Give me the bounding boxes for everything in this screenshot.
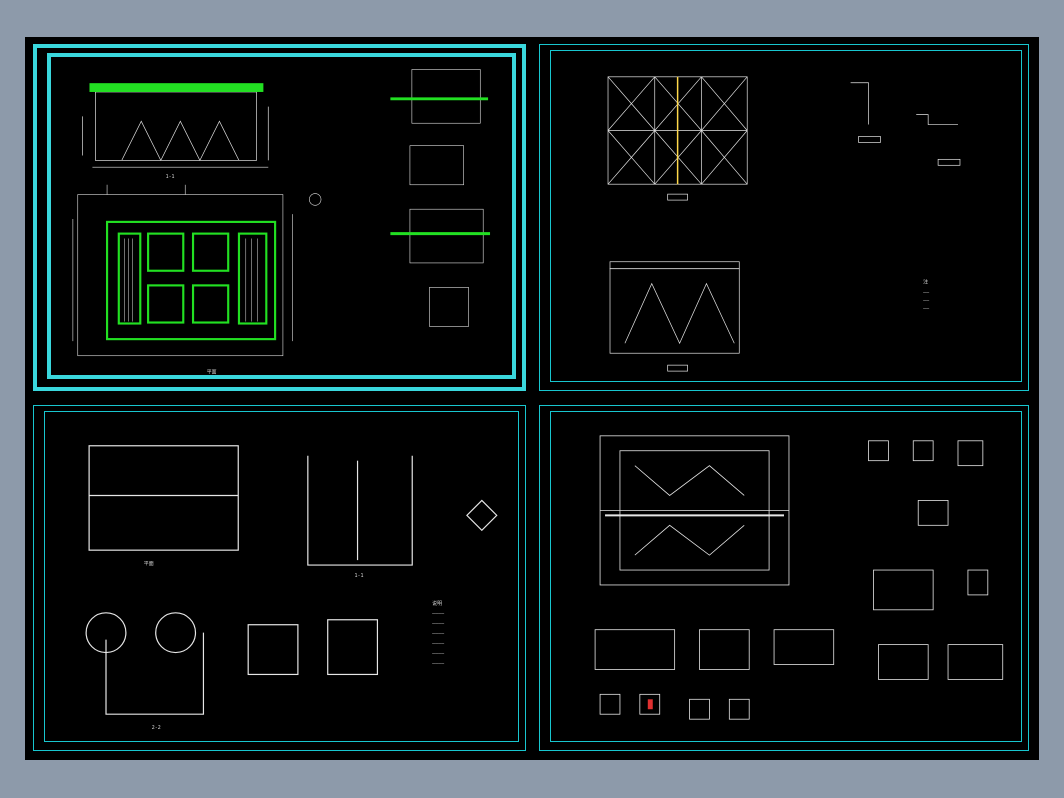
sheet-4[interactable] (539, 405, 1029, 751)
sheet-3-border (44, 411, 519, 742)
svg-text:说明: 说明 (432, 600, 442, 607)
svg-text:————: ———— (432, 651, 444, 657)
svg-text:注: 注 (923, 279, 928, 286)
sheet-1[interactable]: 1-1 (33, 44, 526, 391)
svg-text:——: —— (923, 290, 929, 296)
drawing-canvas[interactable]: 1-1 (25, 37, 1039, 760)
svg-text:————: ———— (432, 611, 444, 617)
sheet-3-drawing: 平面 1-1 2-2 说明 ———— ———— ———— ———— ———— ———— (85, 445, 498, 731)
sheet-2-border (550, 50, 1022, 382)
sheet-2-drawing: 注—————— (607, 76, 961, 372)
svg-text:——: —— (923, 298, 929, 304)
highlight-beam (89, 83, 264, 92)
sheet-3[interactable]: 平面 1-1 2-2 说明 ———— ———— ———— ———— ———— ———— (33, 405, 526, 751)
plan-highlight (105, 220, 277, 341)
sheet-1-drawing: 1-1 (72, 69, 491, 375)
sheet-2[interactable]: 注—————— (539, 44, 1029, 391)
svg-text:————: ———— (432, 660, 444, 666)
svg-text:1-1: 1-1 (355, 573, 364, 579)
sheet-4-drawing (594, 435, 1004, 720)
svg-text:1-1: 1-1 (166, 174, 175, 180)
svg-text:2-2: 2-2 (152, 725, 161, 731)
svg-text:————: ———— (432, 631, 444, 637)
svg-text:————: ———— (432, 621, 444, 627)
sheet-4-border (550, 411, 1022, 742)
svg-text:平面: 平面 (207, 369, 217, 375)
svg-text:平面: 平面 (144, 561, 154, 567)
svg-text:——: —— (923, 305, 929, 311)
svg-text:————: ———— (432, 641, 444, 647)
sheet-1-border (47, 53, 516, 379)
